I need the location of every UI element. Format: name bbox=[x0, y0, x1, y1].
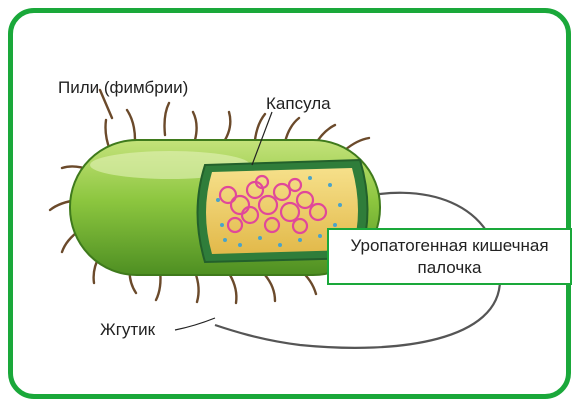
organism-name-line1: Уропатогенная кишечная bbox=[350, 235, 548, 257]
capsule-label: Капсула bbox=[266, 94, 331, 114]
flagellum-leader bbox=[175, 318, 215, 330]
flagellum-label: Жгутик bbox=[100, 320, 155, 340]
organism-name-box: Уропатогенная кишечная палочка bbox=[327, 228, 572, 285]
organism-name-line2: палочка bbox=[418, 257, 482, 279]
pili-label: Пили (фимбрии) bbox=[58, 78, 188, 98]
